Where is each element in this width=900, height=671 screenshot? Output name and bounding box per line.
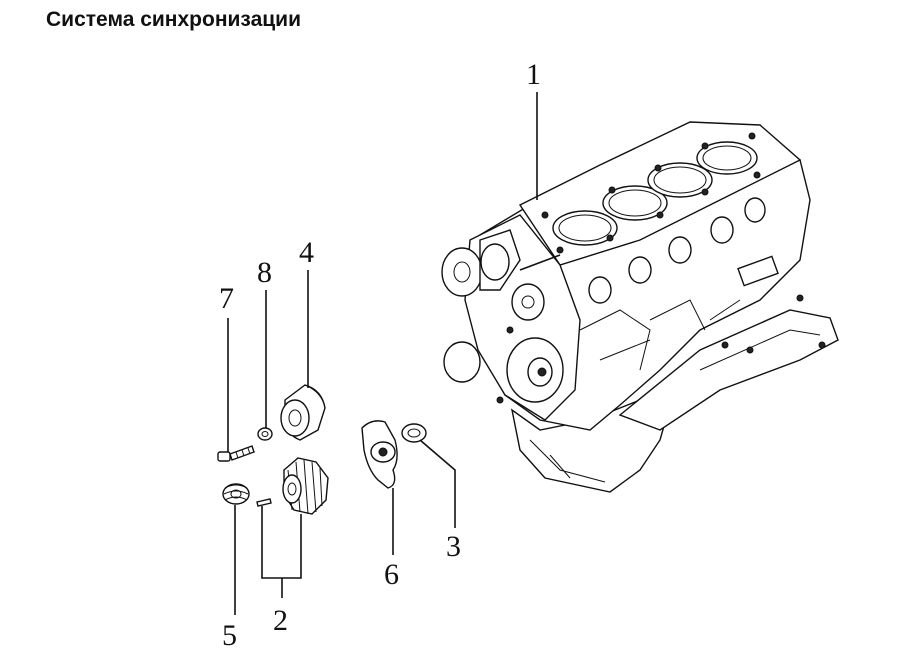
woodruff-key	[256, 498, 272, 507]
timing-sprocket	[282, 457, 329, 515]
washer	[257, 427, 273, 441]
page-title: Система синхронизации	[46, 8, 301, 31]
engine-block	[441, 121, 839, 493]
callout-1: 1	[526, 58, 541, 91]
callout-5: 5	[222, 619, 237, 652]
callout-4: 4	[299, 236, 314, 269]
callout-7: 7	[219, 282, 234, 315]
crank-plate	[361, 420, 398, 489]
callout-2: 2	[273, 604, 288, 637]
callout-3: 3	[446, 530, 461, 563]
seal-washer	[401, 423, 427, 443]
spring	[222, 483, 250, 505]
tensioner-pulley	[280, 384, 326, 441]
callout-8: 8	[257, 256, 272, 289]
callout-6: 6	[384, 558, 399, 591]
bolt	[217, 445, 255, 462]
leader-lines	[227, 92, 538, 615]
